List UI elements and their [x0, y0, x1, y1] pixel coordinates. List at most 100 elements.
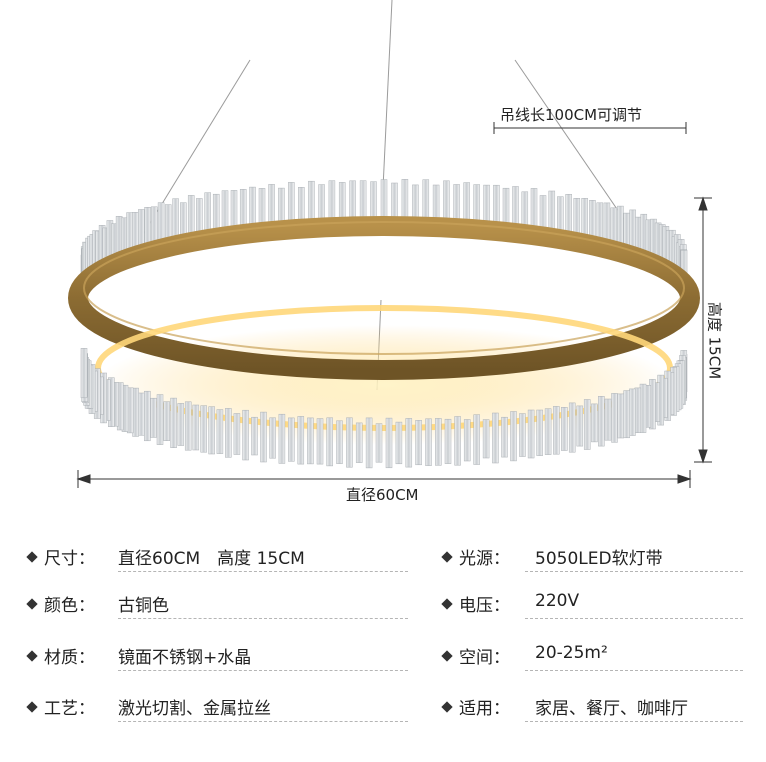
crystal-prism	[536, 409, 543, 456]
spec-value: 5050LED软灯带	[535, 549, 663, 569]
diamond-bullet-icon	[26, 551, 38, 563]
diamond-bullet-icon	[441, 551, 453, 563]
crystal-prism	[297, 416, 305, 465]
crystal-prism	[336, 420, 343, 464]
crystal-prism	[260, 411, 267, 463]
spec-key: 颜色：	[44, 596, 95, 616]
diameter-label: 直径60CM	[346, 486, 419, 504]
spec-size: 尺寸： 直径60CM 高度 15CM	[26, 544, 408, 574]
crystal-prism	[326, 417, 333, 467]
spec-value: 220V	[535, 591, 580, 611]
dashed-divider	[525, 571, 743, 572]
crystal-prism	[233, 413, 241, 455]
spec-usage: 适用： 家居、餐厅、咖啡厅	[441, 694, 743, 724]
crystal-prism	[269, 417, 276, 459]
cable-length-label: 吊线长100CM可调节	[500, 106, 643, 124]
spec-craft: 工艺： 激光切割、金属拉丝	[26, 694, 408, 724]
crystal-prism	[242, 409, 249, 461]
spec-color: 颜色： 古铜色	[26, 591, 408, 621]
crystal-prism	[576, 405, 584, 447]
dashed-divider	[118, 721, 408, 722]
dashed-divider	[525, 670, 743, 671]
crystal-prism	[527, 409, 535, 459]
crystal-prism	[192, 404, 200, 451]
crystal-prism	[278, 413, 286, 464]
crystal-prism	[163, 401, 170, 441]
diamond-bullet-icon	[441, 598, 453, 610]
crystal-prism	[473, 414, 480, 465]
diamond-bullet-icon	[26, 650, 38, 662]
crystal-prism	[225, 408, 232, 458]
crystal-prism	[435, 418, 442, 466]
dashed-divider	[525, 618, 743, 619]
diamond-bullet-icon	[26, 701, 38, 713]
bronze-ring	[68, 216, 700, 380]
spec-key: 材质：	[44, 648, 95, 668]
dashed-divider	[525, 721, 743, 722]
cable-length-bracket	[493, 122, 687, 134]
crystal-prism	[395, 421, 403, 465]
spec-value: 古铜色	[118, 596, 169, 616]
crystal-prism	[365, 417, 373, 469]
dashed-divider	[118, 618, 408, 619]
crystal-row-bottom	[80, 348, 688, 469]
led-strip	[95, 305, 673, 431]
crystal-prism	[170, 397, 177, 448]
spec-value: 直径60CM 高度 15CM	[118, 549, 305, 569]
spec-key: 电压：	[459, 596, 510, 616]
crystal-prism	[454, 416, 461, 466]
crystal-prism	[482, 419, 490, 459]
diamond-bullet-icon	[441, 650, 453, 662]
crystal-prism	[583, 399, 591, 450]
diameter-dimension-line	[76, 470, 692, 488]
crystal-prism	[216, 409, 224, 454]
crystal-prism	[492, 412, 499, 464]
crystal-prism	[156, 394, 164, 445]
crystal-prism	[208, 406, 215, 455]
height-dimension-line	[694, 196, 712, 464]
crystal-prism	[568, 402, 576, 453]
crystal-prism	[346, 417, 353, 468]
crystal-prism	[561, 407, 568, 451]
crystal-prism	[316, 418, 324, 465]
diamond-bullet-icon	[26, 598, 38, 610]
crystal-prism	[177, 403, 185, 446]
spec-space: 空间： 20-25m²	[441, 643, 743, 673]
spec-value: 激光切割、金属拉丝	[118, 699, 271, 719]
crystal-row-top	[80, 179, 688, 297]
spec-key: 光源：	[459, 549, 510, 569]
spec-key: 适用：	[459, 699, 510, 719]
crystal-prism	[415, 420, 422, 466]
chandelier-illustration	[68, 0, 712, 488]
dashed-divider	[118, 670, 408, 671]
spec-voltage: 电压： 220V	[441, 591, 743, 621]
crystal-prism	[611, 393, 618, 443]
crystal-prism	[307, 417, 314, 465]
crystal-prism	[519, 413, 526, 457]
crystal-prism	[544, 408, 552, 455]
crystal-prism	[251, 416, 258, 456]
crystal-prism	[425, 418, 432, 466]
dashed-divider	[118, 571, 408, 572]
crystal-prism	[510, 411, 517, 462]
crystal-prism	[200, 405, 207, 453]
crystal-prism	[385, 417, 393, 469]
crystal-prism	[80, 348, 88, 399]
crystal-prism	[184, 401, 192, 451]
spec-key: 工艺：	[44, 699, 95, 719]
diamond-bullet-icon	[441, 701, 453, 713]
spec-value: 20-25m²	[535, 643, 608, 663]
crystal-prism	[405, 418, 413, 468]
crystal-prism	[375, 423, 383, 463]
crystal-prism	[463, 419, 471, 462]
spec-key: 空间：	[459, 648, 510, 668]
spec-value: 家居、餐厅、咖啡厅	[535, 699, 688, 719]
crystal-prism	[355, 422, 363, 463]
spec-value: 镜面不锈钢+水晶	[118, 648, 252, 668]
spec-material: 材质： 镜面不锈钢+水晶	[26, 643, 408, 673]
crystal-prism	[501, 416, 508, 458]
crystal-prism	[598, 396, 605, 447]
spec-light-source: 光源： 5050LED软灯带	[441, 544, 743, 574]
